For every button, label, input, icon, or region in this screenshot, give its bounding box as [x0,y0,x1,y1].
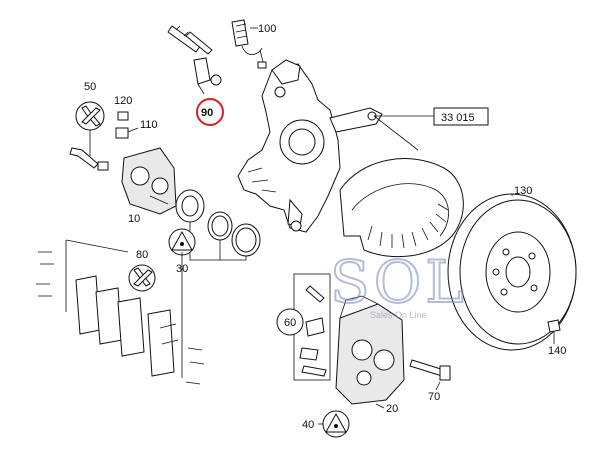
label-100: 100 [258,23,276,35]
label-60-circle: 60 [276,308,304,336]
dust-shield [339,158,464,258]
wear-sensor [231,19,267,69]
label-140: 140 [548,345,566,357]
label-60: 60 [284,317,296,329]
dust-boot [231,223,261,257]
bolt-pins [69,147,109,171]
dust-shield-vents [367,203,449,249]
watermark-tagline: Sales On Line [370,310,427,320]
label-70: 70 [428,391,440,403]
reference-callout: 33 015 [373,107,489,151]
caliper-bolt [409,359,451,381]
piston [175,189,205,223]
seal-ring [207,211,233,241]
label-110: 110 [140,119,158,131]
label-120: 120 [114,95,132,107]
grease-triangle-icon [168,228,196,256]
wrench-icon [75,101,105,131]
bleed-cap [117,111,129,121]
label-90: 90 [201,107,213,119]
brake-disc [447,193,577,351]
guide-pin-set [167,25,222,95]
watermark-logo-text: SOL [330,248,468,316]
grease-triangle-icon [322,410,350,438]
brake-pads-set [36,239,205,385]
label-50: 50 [84,81,96,93]
caliper-assembly [335,295,405,405]
label-130: 130 [514,185,532,197]
label-40: 40 [302,419,314,431]
bleed-screw [115,127,129,139]
label-10: 10 [128,213,140,225]
spring-set [293,273,331,381]
caliper-housing [121,147,177,215]
watermark-logo: SOL Sales On Line [329,247,468,320]
disc-screw [547,319,561,344]
label-20: 20 [386,403,398,415]
wrench-icon [128,264,156,292]
reference-label: 33 015 [441,112,475,124]
label-80: 80 [136,249,148,261]
steering-knuckle [237,59,383,233]
highlight-circle-90: 90 [196,98,224,126]
